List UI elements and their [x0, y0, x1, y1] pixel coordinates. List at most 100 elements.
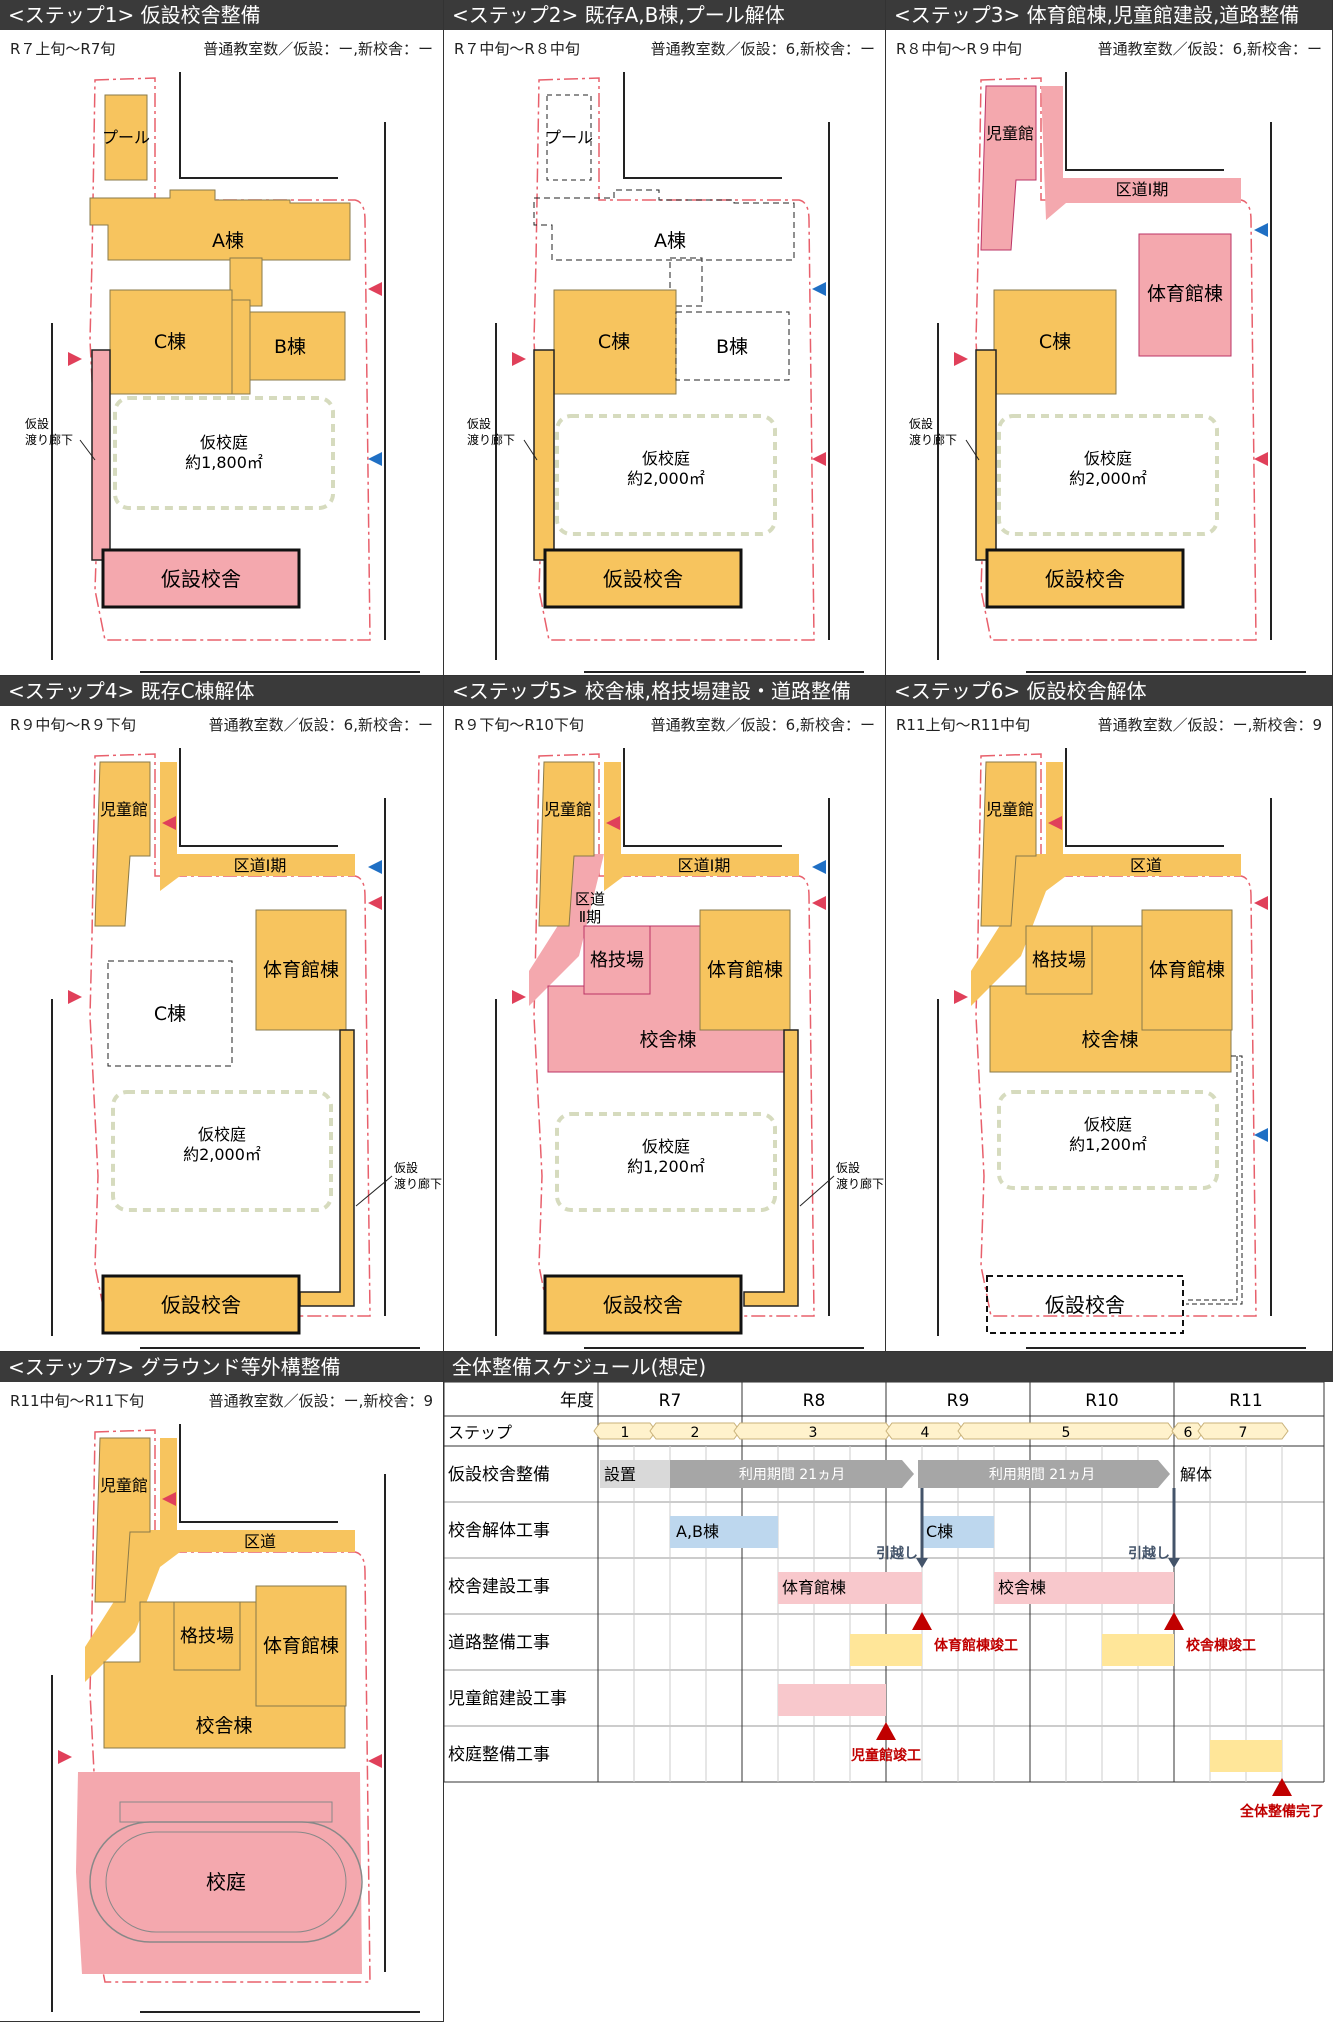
jidokan-label: 児童館 — [100, 800, 148, 819]
gym — [1141, 909, 1233, 1031]
bar-use1 — [670, 1460, 914, 1488]
road — [971, 762, 1241, 1006]
step-title: <ステップ1> 仮設校舎整備 — [0, 0, 443, 30]
bar-gym-label: 体育館棟 — [782, 1578, 846, 1597]
c-building — [993, 289, 1117, 395]
yard-label: 仮校庭 — [642, 449, 690, 468]
step-title: <ステップ4> 既存C棟解体 — [0, 676, 443, 706]
road2-label-2: Ⅱ期 — [579, 908, 601, 926]
step-num-1: 1 — [621, 1425, 630, 1441]
road-phase2 — [529, 854, 604, 1006]
a-outline — [533, 189, 795, 261]
row-label: 校庭整備工事 — [448, 1745, 550, 1765]
corridor-label: 仮設 — [394, 1160, 418, 1175]
c-building — [109, 289, 233, 395]
yard-area: 約1,200㎡ — [627, 1157, 705, 1176]
road-phase1 — [1041, 86, 1241, 220]
step-num-6: 6 — [1184, 1425, 1193, 1441]
gym-done-note: 体育館棟竣工 — [934, 1637, 1018, 1654]
road-label: 区道Ⅰ期 — [1116, 180, 1169, 199]
classroom-count: 普通教室数／仮設：ー,新校舎：ー — [203, 40, 433, 58]
gym-label: 体育館棟 — [263, 1635, 339, 1657]
site-plan-step5: 区道Ⅰ期 区道 Ⅱ期 児童館 格技場 校舎棟 体育館棟 仮校庭 約1,200㎡ … — [495, 748, 884, 1349]
corridor-label-2: 渡り廊下 — [394, 1176, 442, 1191]
site-plan-step6: 区道 児童館 格技場 校舎棟 体育館棟 仮校庭 約1,200㎡ 仮設校舎 — [937, 748, 1306, 1349]
bar-kaitai-label: 解体 — [1180, 1465, 1212, 1484]
site-plan-step1: プール A棟 C棟 B棟 仮校庭 約1,800㎡ 仮設 渡り廊下 仮設校舎 — [25, 72, 420, 673]
c-building — [553, 289, 677, 395]
bar-setchi — [600, 1460, 670, 1488]
step-num-3: 3 — [809, 1425, 818, 1441]
jidokan-label: 児童館 — [986, 800, 1034, 819]
schedule-title: 全体整備スケジュール(想定) — [444, 1352, 1333, 1382]
c-outline — [107, 960, 233, 1067]
step-panel-2: <ステップ2> 既存A,B棟,プール解体 R７中旬～R８中旬 普通教室数／仮設：… — [444, 0, 886, 676]
step-num-5: 5 — [1062, 1425, 1071, 1441]
gym-label: 体育館棟 — [263, 959, 339, 981]
temp-yard — [555, 1112, 777, 1212]
c-label: C棟 — [598, 331, 630, 353]
bar-c-label: C棟 — [926, 1522, 953, 1541]
step-header: ステップ — [448, 1423, 512, 1442]
road-phase1 — [604, 762, 799, 891]
classroom-count: 普通教室数／仮設：6,新校舎：ー — [650, 716, 875, 734]
step-period: R７上旬～R7旬 — [10, 40, 116, 58]
schedule-panel: 全体整備スケジュール(想定) — [444, 1352, 1333, 2022]
yard-area: 約2,000㎡ — [1069, 469, 1147, 488]
step-title: <ステップ7> グラウンド等外構整備 — [0, 1352, 443, 1382]
move-note-1: 引越し — [876, 1545, 918, 1562]
temp-label: 仮設校舎 — [603, 567, 683, 591]
jidokan-label: 児童館 — [100, 1476, 148, 1495]
gym — [255, 909, 347, 1031]
school-label: 校舎棟 — [1081, 1029, 1138, 1051]
jidokan-label: 児童館 — [986, 124, 1034, 143]
temp-label: 仮設校舎 — [161, 567, 241, 591]
pool-label: プール — [545, 128, 593, 147]
year-r8: R8 — [803, 1391, 826, 1411]
temp-school — [543, 1274, 743, 1335]
year-header: 年度 — [560, 1391, 594, 1411]
yard-area: 約1,800㎡ — [185, 453, 263, 472]
row-label: 道路整備工事 — [448, 1633, 550, 1653]
b-label: B棟 — [716, 336, 748, 358]
temp-yard — [555, 414, 777, 536]
bar-use1-label: 利用期間 21ヵ月 — [739, 1467, 845, 1483]
kakugi-label: 格技場 — [180, 1626, 234, 1647]
jidokan — [94, 1437, 151, 1603]
step-period: R７中旬～R８中旬 — [454, 40, 580, 58]
temp-yard — [113, 396, 335, 510]
temp-school — [101, 1274, 301, 1335]
c-label: C棟 — [1039, 331, 1071, 353]
gym — [699, 909, 791, 1031]
step-num-7: 7 — [1239, 1425, 1248, 1441]
corridor-label: 仮設 — [836, 1160, 860, 1175]
temp-yard — [997, 414, 1219, 536]
year-r7: R7 — [659, 1391, 682, 1411]
pool-building — [104, 94, 148, 181]
step-title: <ステップ2> 既存A,B棟,プール解体 — [444, 0, 885, 30]
kakugi-label: 格技場 — [1032, 950, 1086, 971]
corridor-label-2: 渡り廊下 — [836, 1176, 884, 1191]
a-label: A棟 — [654, 230, 686, 252]
yard-area: 約2,000㎡ — [183, 1145, 261, 1164]
yard-label: 仮校庭 — [1084, 1115, 1132, 1134]
temp-school — [101, 548, 301, 609]
site-plan-step3: 区道Ⅰ期 児童館 体育館棟 C棟 仮校庭 約2,000㎡ 仮設 渡り廊下 仮設校… — [909, 72, 1306, 673]
step-panel-5: <ステップ5> 校舎棟,格技場建設・道路整備 R９下旬～R10下旬 普通教室数／… — [444, 676, 886, 1352]
row-label: 校舎解体工事 — [448, 1521, 550, 1541]
kakugi-label: 格技場 — [590, 950, 644, 971]
school-label: 校舎棟 — [195, 1715, 252, 1737]
gym-label: 体育館棟 — [1149, 959, 1225, 981]
b-outline — [675, 311, 790, 381]
temp-label: 仮設校舎 — [603, 1293, 683, 1317]
a-building — [89, 189, 351, 261]
step-title: <ステップ5> 校舎棟,格技場建設・道路整備 — [444, 676, 885, 706]
temp-label: 仮設校舎 — [161, 1293, 241, 1317]
bar-use2-label: 利用期間 21ヵ月 — [989, 1467, 1095, 1483]
temp-label: 仮設校舎 — [1045, 1293, 1125, 1317]
site-plan-step7: 区道 児童館 格技場 校舎棟 体育館棟 校庭 — [51, 1424, 420, 2013]
schedule-gantt: 年度 R7 R8 R9 R10 R11 ステップ 1 2 3 4 5 6 7 仮… — [444, 1382, 1325, 1820]
site-plan-step4: 区道Ⅰ期 児童館 体育館棟 C棟 仮校庭 約2,000㎡ 仮設 渡り廊下 仮設校… — [51, 748, 442, 1349]
school-label: 校舎棟 — [639, 1029, 696, 1051]
kakugi — [583, 925, 651, 995]
